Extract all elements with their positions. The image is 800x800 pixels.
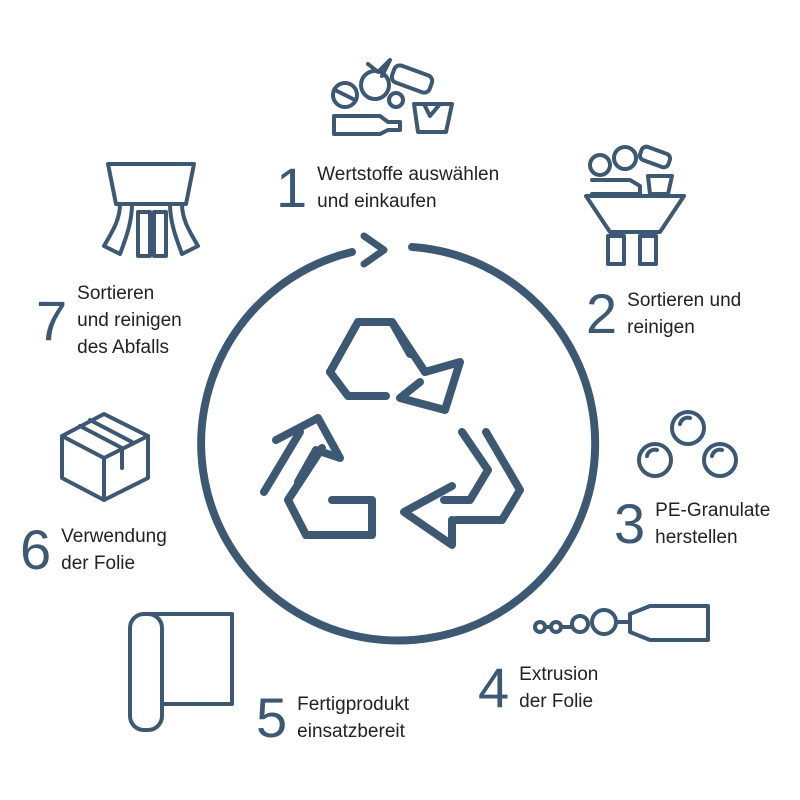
step-label: Fertigprodukt einsatzbereit	[297, 694, 410, 742]
waste-materials-icon	[331, 58, 454, 136]
package-box-icon	[60, 412, 150, 502]
step-4: 4 Extrusion der Folie	[478, 660, 598, 716]
step-number: 4	[478, 656, 509, 719]
step-label: Verwendung der Folie	[61, 526, 167, 574]
step-label: Wertstoffe auswählen und einkaufen	[317, 164, 500, 212]
step-3: 3 PE-Granulate herstellen	[614, 496, 770, 552]
film-roll-icon	[128, 612, 234, 732]
sorting-hopper-icon	[584, 144, 686, 266]
step-6: 6 Verwendung der Folie	[20, 522, 167, 578]
step-label: Sortieren und reinigen des Abfalls	[77, 283, 182, 358]
waste-sorting-machine-icon	[102, 162, 200, 258]
step-number: 1	[276, 156, 307, 219]
extruder-icon	[533, 604, 710, 642]
step-label: Sortieren und reinigen	[627, 290, 742, 338]
step-5: 5 Fertigprodukt einsatzbereit	[256, 690, 409, 746]
step-number: 7	[36, 288, 67, 352]
cycle-arrowhead-icon	[360, 232, 388, 268]
granulate-pellets-icon	[637, 410, 738, 478]
recycle-icon	[260, 318, 524, 549]
step-number: 2	[586, 282, 617, 345]
step-label: PE-Granulate herstellen	[655, 500, 771, 548]
step-2: 2 Sortieren und reinigen	[586, 286, 741, 342]
step-1: 1 Wertstoffe auswählen und einkaufen	[276, 160, 499, 216]
cycle-arrow-circle	[197, 243, 600, 645]
step-number: 5	[256, 686, 287, 749]
step-number: 6	[20, 518, 51, 581]
step-number: 3	[614, 492, 645, 555]
step-label: Extrusion der Folie	[519, 664, 599, 712]
step-7: 7 Sortieren und reinigen des Abfalls	[36, 280, 182, 361]
